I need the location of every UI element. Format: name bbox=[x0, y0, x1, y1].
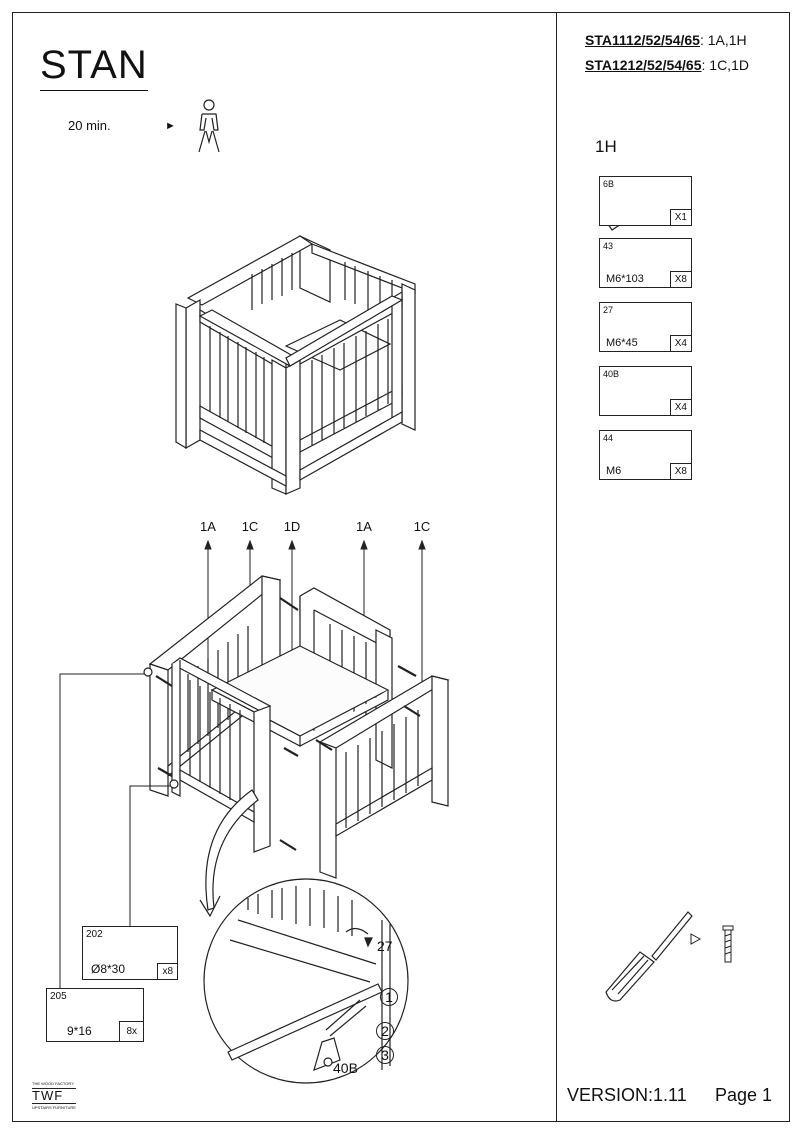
bolt-markers bbox=[155, 597, 421, 851]
hardware-code: 43 bbox=[603, 241, 614, 251]
product-title: STAN bbox=[40, 42, 148, 91]
hardware-box-205: 205 9*16 8x bbox=[46, 988, 144, 1042]
step-3: 3 bbox=[376, 1046, 394, 1064]
screwdriver-icon bbox=[605, 911, 693, 1002]
hardware-section-label: 1H bbox=[595, 137, 617, 156]
hardware-qty: X4 bbox=[669, 399, 691, 415]
hardware-code: 205 bbox=[50, 991, 67, 1002]
hardware-qty: X4 bbox=[669, 335, 691, 351]
model-codes-1: STA1112/52/54/65 bbox=[585, 32, 700, 48]
hardware-box-40b: 40B X4 bbox=[599, 366, 692, 416]
step-2: 2 bbox=[376, 1022, 394, 1040]
part-label: 1A bbox=[200, 519, 216, 534]
hardware-code: 44 bbox=[603, 433, 614, 443]
hardware-qty: X8 bbox=[669, 463, 691, 479]
logo-sub: UPSTAIRS FURNITURE bbox=[32, 1105, 76, 1110]
screw-icon bbox=[722, 925, 734, 963]
logo-mark: TWF bbox=[32, 1088, 76, 1104]
logo-tagline: THE WOOD FACTORY bbox=[32, 1081, 74, 1086]
hardware-box-27: 27 M6*45 X4 bbox=[599, 302, 692, 352]
hardware-box-44: 44 M6 X8 bbox=[599, 430, 692, 480]
exploded-crib-illustration bbox=[59, 539, 450, 988]
version-label: VERSION:1.11 bbox=[567, 1085, 687, 1105]
part-label: 1D bbox=[283, 519, 301, 534]
arrow-icon: ► bbox=[165, 120, 176, 132]
model-line-1: STA1112/52/54/65: 1A,1H bbox=[585, 32, 747, 48]
step-1: 1 bbox=[380, 988, 398, 1006]
page-number: Page 1 bbox=[715, 1085, 773, 1105]
bracket-callout: 40B bbox=[333, 1060, 358, 1076]
model-parts-2: : 1C,1D bbox=[701, 57, 749, 73]
assembled-crib-illustration bbox=[175, 235, 416, 495]
page-frame bbox=[12, 12, 790, 1122]
hardware-code: 40B bbox=[603, 369, 620, 379]
person-icon bbox=[198, 99, 220, 153]
hardware-qty: x8 bbox=[157, 963, 177, 979]
hardware-qty: 8x bbox=[119, 1021, 143, 1041]
hardware-size: 9*16 bbox=[67, 1024, 92, 1038]
model-parts-1: : 1A,1H bbox=[699, 32, 747, 48]
assembly-time: 20 min. bbox=[68, 118, 111, 133]
hardware-code: 202 bbox=[86, 929, 103, 940]
model-codes-2: STA1212/52/54/65 bbox=[585, 57, 702, 73]
part-label: 1C bbox=[413, 519, 431, 534]
hardware-size: M6*103 bbox=[606, 273, 644, 285]
part-label: 1C bbox=[241, 519, 259, 534]
screw-callout: 27 bbox=[377, 938, 393, 954]
hardware-size: Ø8*30 bbox=[91, 962, 126, 976]
model-line-2: STA1212/52/54/65: 1C,1D bbox=[585, 57, 749, 73]
hardware-box-6b: 6B X1 bbox=[599, 176, 692, 226]
hardware-size: M6 bbox=[606, 465, 622, 477]
hardware-qty: X1 bbox=[669, 209, 691, 225]
hardware-box-43: 43 M6*103 X8 bbox=[599, 238, 692, 288]
hardware-qty: X8 bbox=[669, 271, 691, 287]
hardware-code: 6B bbox=[603, 179, 615, 189]
arrow-right-icon bbox=[690, 933, 702, 945]
hardware-size: M6*45 bbox=[606, 337, 638, 349]
part-label: 1A bbox=[356, 519, 372, 534]
hardware-box-202: 202 Ø8*30 x8 bbox=[82, 926, 178, 980]
column-divider bbox=[556, 12, 557, 1122]
part-pointer-arrows bbox=[204, 539, 426, 682]
hardware-code: 27 bbox=[603, 305, 614, 315]
company-logo: THE WOOD FACTORY TWF UPSTAIRS FURNITURE bbox=[32, 1080, 76, 1112]
detail-magnifier bbox=[203, 878, 409, 1084]
